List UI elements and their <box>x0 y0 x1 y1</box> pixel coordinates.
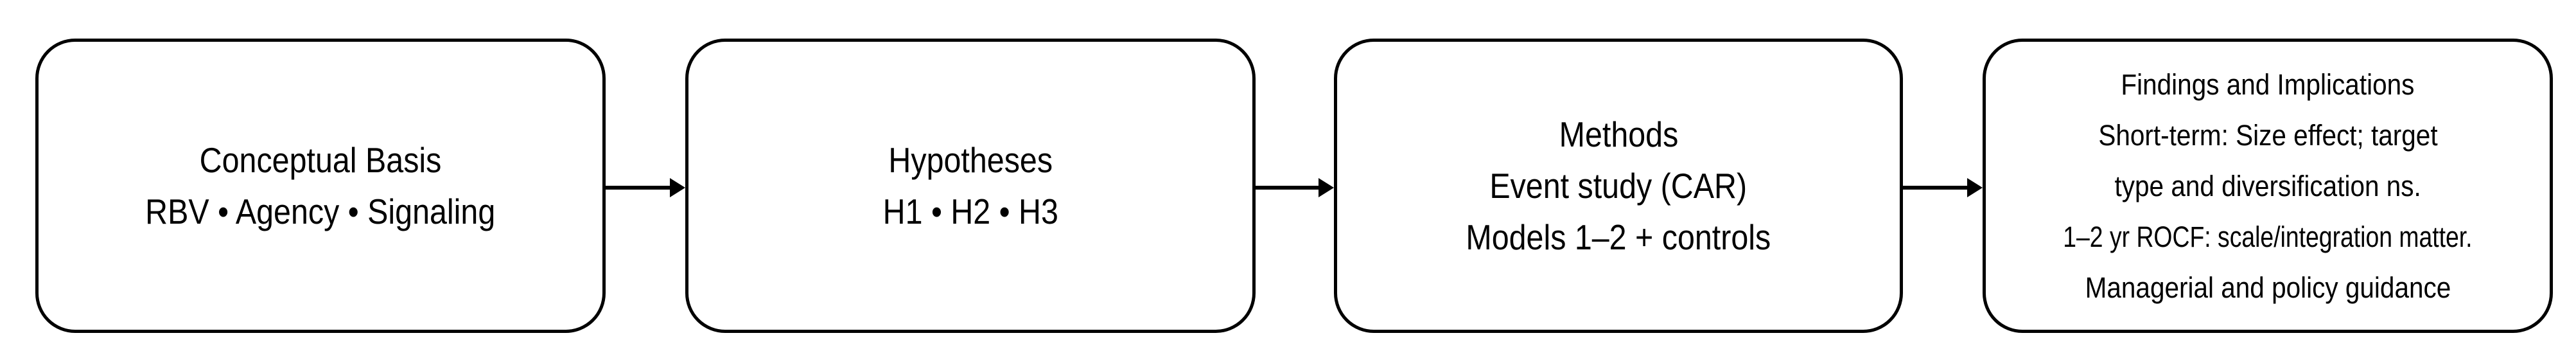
node-hypotheses-line-1: Hypotheses <box>888 140 1053 180</box>
node-methods-line-2: Event study (CAR) <box>1489 166 1748 206</box>
node-findings-line-2: Short-term: Size effect; target <box>2098 118 2438 152</box>
node-hypotheses[interactable]: Hypotheses H1 • H2 • H3 <box>685 39 1256 333</box>
arrow-right-icon-conceptual-to-hypotheses <box>606 175 685 201</box>
node-findings-line-4: 1–2 yr ROCF: scale/integration matter. <box>2063 220 2473 253</box>
node-findings-line-1: Findings and Implications <box>2121 67 2415 101</box>
arrow-right-icon-hypotheses-to-methods <box>1256 175 1334 201</box>
node-findings-line-3: type and diversification ns. <box>2114 169 2421 202</box>
arrow-right-icon-methods-to-findings <box>1903 175 1983 201</box>
node-hypotheses-line-2: H1 • H2 • H3 <box>882 192 1058 231</box>
node-findings-and-implications[interactable]: Findings and Implications Short-term: Si… <box>1983 39 2553 333</box>
node-methods-line-3: Models 1–2 + controls <box>1466 217 1771 257</box>
node-conceptual-basis-line-1: Conceptual Basis <box>199 140 442 180</box>
node-conceptual-basis-line-2: RBV • Agency • Signaling <box>145 192 496 231</box>
node-methods-line-1: Methods <box>1559 114 1678 154</box>
node-findings-line-5: Managerial and policy guidance <box>2085 271 2451 304</box>
node-methods[interactable]: Methods Event study (CAR) Models 1–2 + c… <box>1334 39 1903 333</box>
node-conceptual-basis[interactable]: Conceptual Basis RBV • Agency • Signalin… <box>35 39 606 333</box>
